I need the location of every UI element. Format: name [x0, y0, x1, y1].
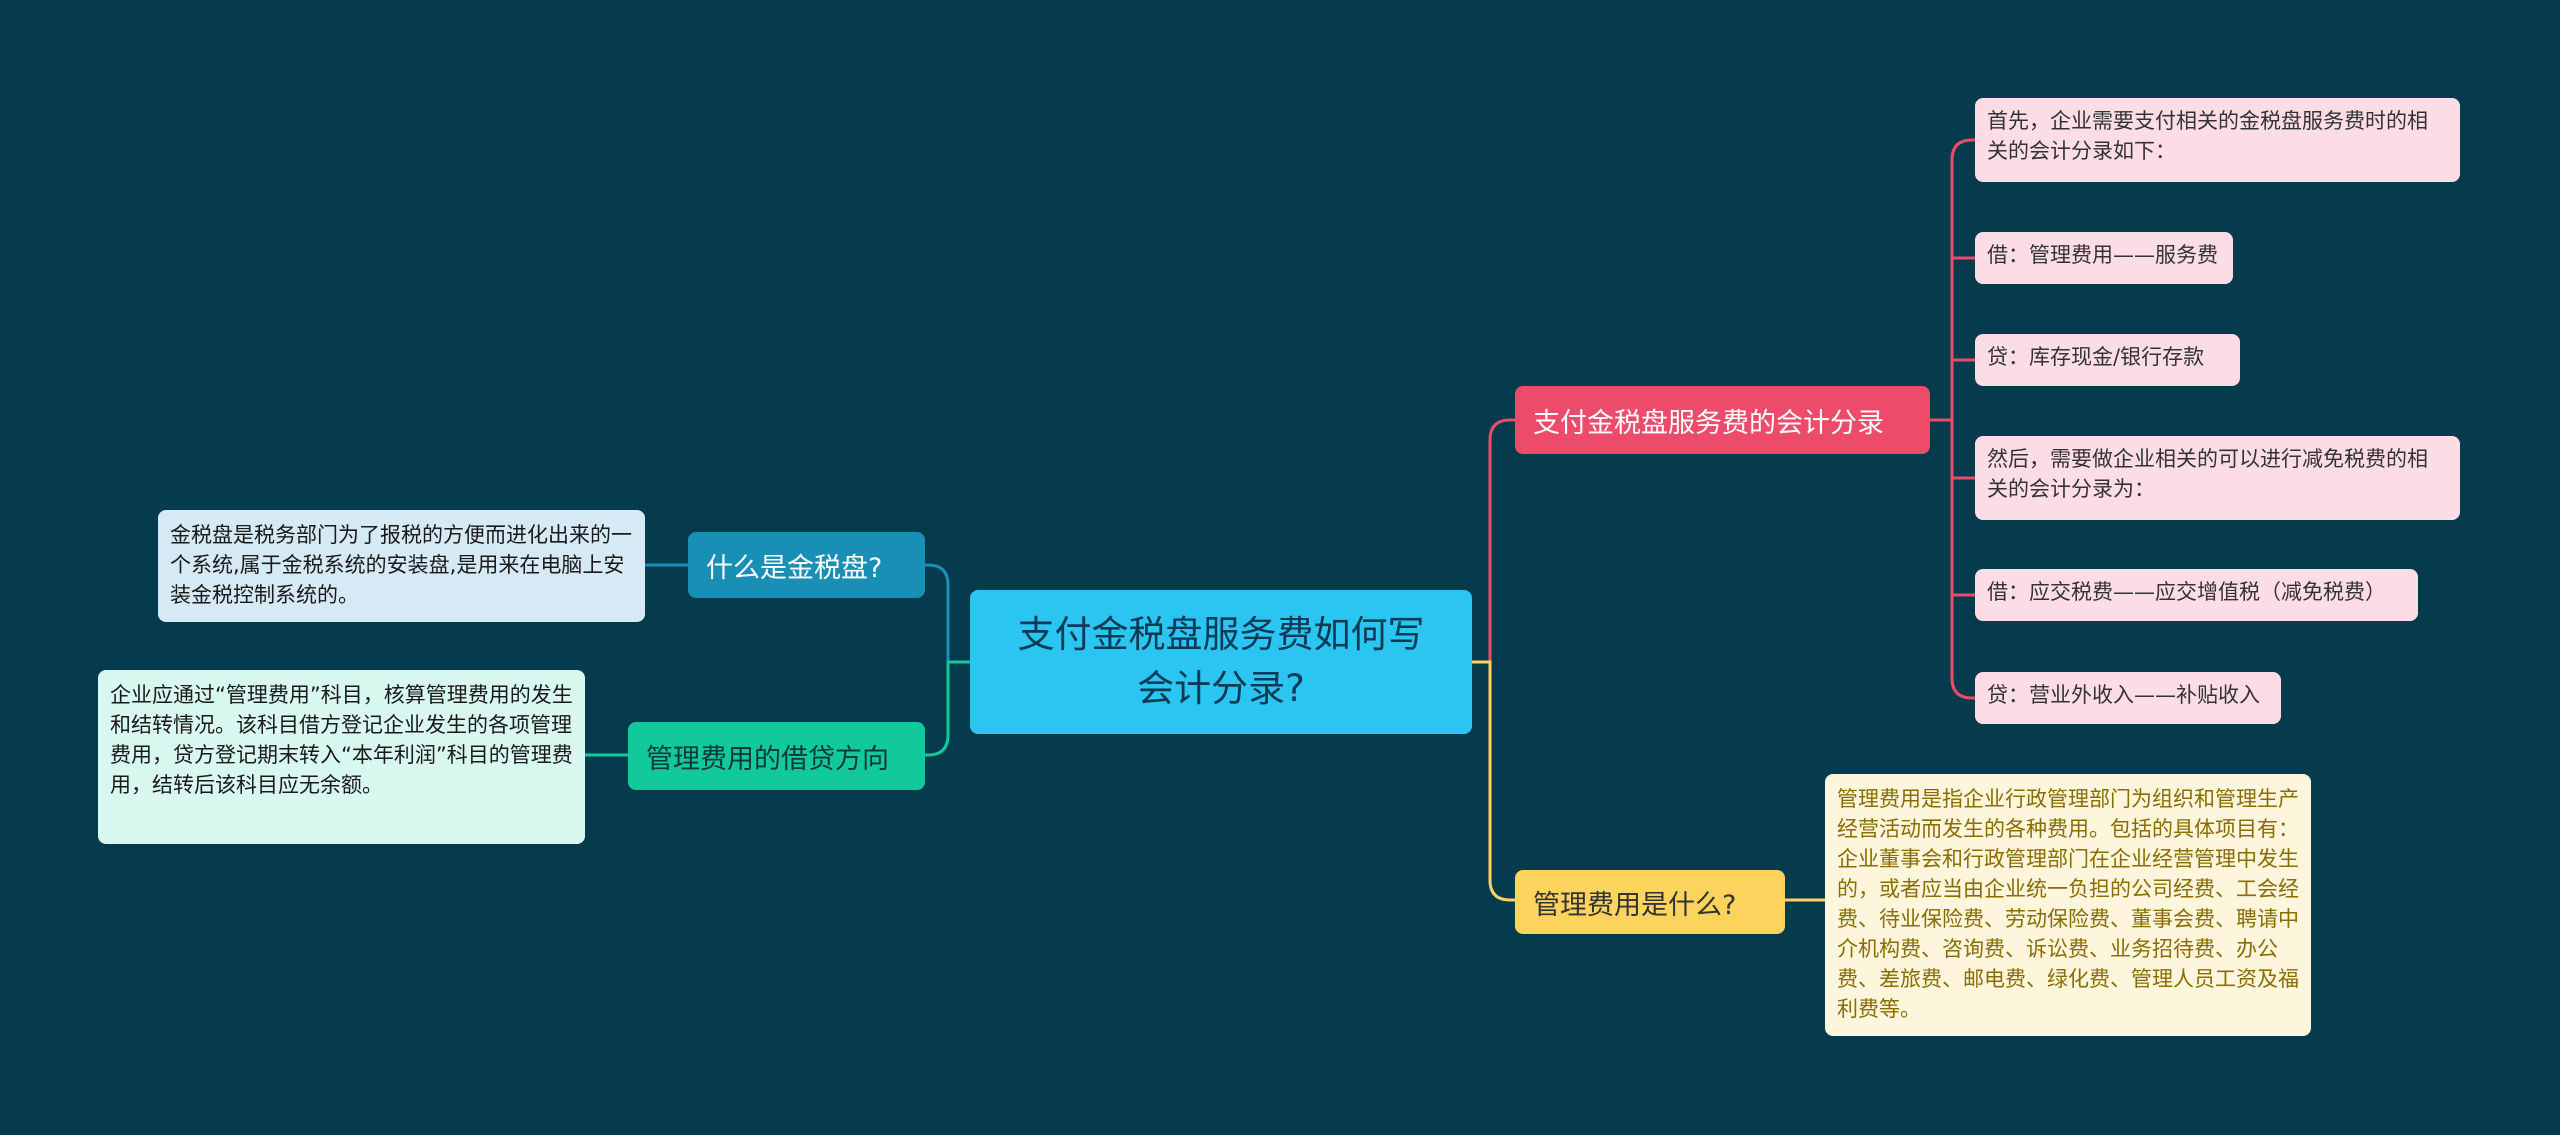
- branch-what-is-admin-expense[interactable]: 管理费用是什么?: [1515, 870, 1785, 934]
- leaf-debit-admin-expense-text: 借：管理费用——服务费: [1987, 243, 2218, 267]
- branch-admin-expense-direction[interactable]: 管理费用的借贷方向: [628, 722, 925, 790]
- leaf-entry-intro[interactable]: 首先，企业需要支付相关的金税盘服务费时的相关的会计分录如下：: [1975, 98, 2460, 182]
- note-admin-expense-definition-text: 管理费用是指企业行政管理部门为组织和管理生产经营活动而发生的各种费用。包括的具体…: [1837, 787, 2299, 1021]
- central-topic[interactable]: 支付金税盘服务费如何写 会计分录?: [970, 590, 1472, 734]
- note-admin-expense-direction[interactable]: 企业应通过“管理费用”科目，核算管理费用的发生和结转情况。该科目借方登记企业发生…: [98, 670, 585, 844]
- leaf-entry-intro-text: 首先，企业需要支付相关的金税盘服务费时的相关的会计分录如下：: [1987, 109, 2428, 163]
- note-admin-expense-direction-text: 企业应通过“管理费用”科目，核算管理费用的发生和结转情况。该科目借方登记企业发生…: [110, 683, 573, 797]
- branch-accounting-entries[interactable]: 支付金税盘服务费的会计分录: [1515, 386, 1930, 454]
- leaf-credit-cash-bank[interactable]: 贷：库存现金/银行存款: [1975, 334, 2240, 386]
- branch-what-is-tax-disk-label: 什么是金税盘?: [706, 552, 883, 584]
- branch-accounting-entries-label: 支付金税盘服务费的会计分录: [1533, 407, 1884, 439]
- central-topic-line-2: 会计分录?: [1137, 667, 1305, 710]
- leaf-debit-tax-payable-text: 借：应交税费——应交增值税（减免税费）: [1987, 580, 2386, 604]
- branch-what-is-tax-disk[interactable]: 什么是金税盘?: [688, 532, 925, 598]
- leaf-debit-admin-expense[interactable]: 借：管理费用——服务费: [1975, 232, 2233, 284]
- leaf-credit-cash-bank-text: 贷：库存现金/银行存款: [1987, 345, 2205, 369]
- leaf-debit-tax-payable[interactable]: 借：应交税费——应交增值税（减免税费）: [1975, 569, 2418, 621]
- central-topic-line-1: 支付金税盘服务费如何写: [1017, 613, 1425, 656]
- leaf-credit-subsidy-income[interactable]: 贷：营业外收入——补贴收入: [1975, 672, 2281, 724]
- branch-what-is-admin-expense-label: 管理费用是什么?: [1533, 889, 1737, 921]
- note-admin-expense-definition[interactable]: 管理费用是指企业行政管理部门为组织和管理生产经营活动而发生的各种费用。包括的具体…: [1825, 774, 2311, 1036]
- leaf-reduction-intro-text: 然后，需要做企业相关的可以进行减免税费的相关的会计分录为：: [1987, 447, 2428, 501]
- note-tax-disk-definition-text: 金税盘是税务部门为了报税的方便而进化出来的一个系统,属于金税系统的安装盘,是用来…: [170, 523, 632, 607]
- branch-admin-expense-direction-label: 管理费用的借贷方向: [646, 743, 889, 775]
- note-tax-disk-definition[interactable]: 金税盘是税务部门为了报税的方便而进化出来的一个系统,属于金税系统的安装盘,是用来…: [158, 510, 645, 622]
- leaf-credit-subsidy-income-text: 贷：营业外收入——补贴收入: [1987, 683, 2260, 707]
- leaf-reduction-intro[interactable]: 然后，需要做企业相关的可以进行减免税费的相关的会计分录为：: [1975, 436, 2460, 520]
